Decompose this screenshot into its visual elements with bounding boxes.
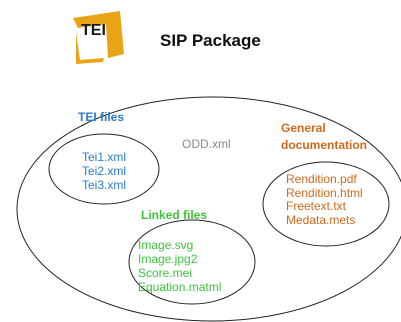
documentation-item: Medata.mets (286, 212, 356, 227)
linked-file-item: Equation.matml (138, 280, 222, 294)
general-documentation-heading: General documentation (281, 120, 367, 154)
tei-file-item: Tei1.xml (82, 150, 127, 164)
page-title: SIP Package (160, 31, 261, 50)
linked-files-heading: Linked files (141, 208, 208, 222)
general-documentation-heading-line: documentation (281, 138, 367, 152)
tei-files-heading: TEI files (78, 110, 125, 124)
linked-files-list: Image.svg Image.jpg2 Score.mei Equation.… (138, 238, 221, 294)
tei-file-item: Tei2.xml (82, 164, 127, 178)
general-documentation-heading-line: General (281, 121, 326, 135)
tei-files-list: Tei1.xml Tei2.xml Tei3.xml (82, 150, 126, 192)
linked-files-ellipse (128, 219, 256, 305)
documentation-list: Rendition.pdf Rendition.html Freetext.tx… (286, 172, 363, 227)
linked-file-item: Image.svg (138, 238, 194, 252)
documentation-item: Rendition.html (286, 185, 363, 200)
tei-files-ellipse (48, 133, 160, 205)
documentation-item: Freetext.txt (286, 199, 347, 213)
odd-file: ODD.xml (182, 137, 231, 151)
tei-logo-text: TEI (81, 22, 106, 39)
documentation-ellipse (262, 161, 390, 247)
tei-logo-bracket (73, 11, 124, 58)
tei-file-item: Tei3.xml (82, 178, 127, 192)
tei-logo-bracket-lower (76, 32, 104, 64)
linked-file-item: Image.jpg2 (138, 252, 198, 266)
documentation-item: Rendition.pdf (286, 172, 357, 186)
linked-file-item: Score.mei (138, 266, 193, 280)
package-ellipse (16, 96, 401, 322)
tei-logo (73, 11, 124, 64)
